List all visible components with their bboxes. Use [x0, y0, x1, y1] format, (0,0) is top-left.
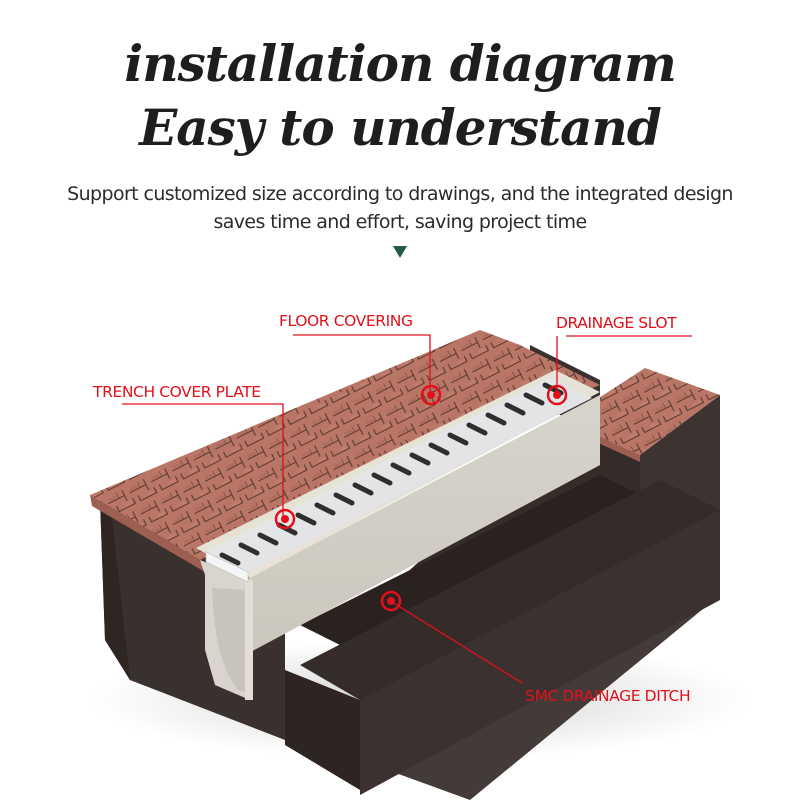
label-drainage-slot: DRAINAGE SLOT: [556, 314, 677, 332]
label-trench-cover-plate: TRENCH COVER PLATE: [93, 383, 261, 401]
callout-lines: [122, 334, 692, 684]
triangle-down-icon: [393, 246, 407, 258]
floor-covering-right: [565, 368, 720, 455]
subtitle-line-2: saves time and effort, saving project ti…: [213, 211, 587, 233]
subtitle: Support customized size according to dra…: [0, 180, 800, 236]
callout-marker-trench-cover-plate: [274, 508, 296, 530]
callout-marker-smc-drainage-ditch: [380, 590, 402, 612]
subtitle-line-1: Support customized size according to dra…: [67, 183, 733, 205]
trench-cover-plate: [206, 378, 592, 572]
title-line-1: installation diagram: [124, 34, 677, 93]
title-line-2: Easy to understand: [139, 98, 662, 157]
trench-floor: [300, 475, 660, 665]
smc-channel-side: [245, 395, 600, 655]
floor-covering-left: [90, 330, 600, 560]
label-smc-drainage-ditch: SMC DRAINAGE DITCH: [525, 687, 691, 705]
label-floor-covering: FLOOR COVERING: [279, 312, 413, 330]
callout-marker-drainage-slot: [546, 384, 568, 406]
callout-marker-floor-covering: [420, 384, 442, 406]
